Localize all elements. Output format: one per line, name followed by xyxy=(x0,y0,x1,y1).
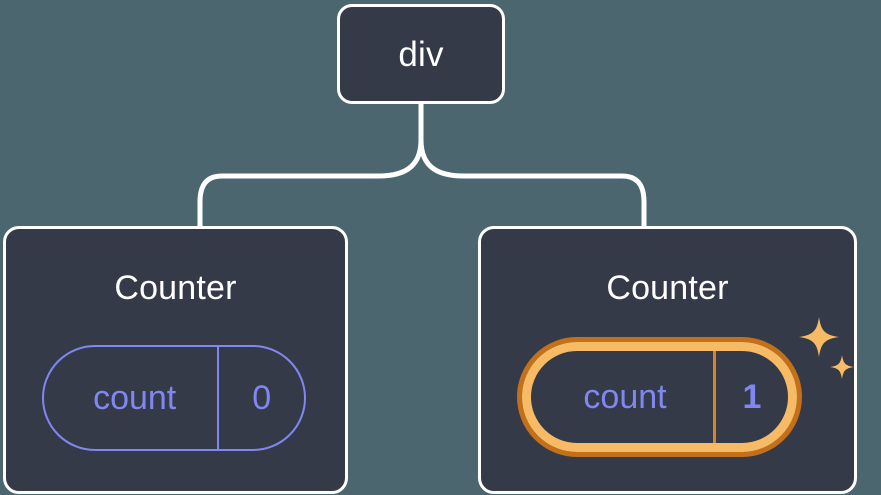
state-pill-left[interactable]: count 0 xyxy=(42,345,306,451)
state-pill-left-body: count 0 xyxy=(42,345,306,451)
state-value-left: 0 xyxy=(217,347,304,449)
node-div-label: div xyxy=(398,34,444,74)
highlight-ring-inner: count 1 xyxy=(522,342,797,452)
highlight-ring-outer: count 1 xyxy=(517,337,802,457)
state-value-right: 1 xyxy=(713,351,788,443)
state-key-right: count xyxy=(583,378,667,416)
state-key-left: count xyxy=(93,379,177,417)
state-pill-right-highlighted[interactable]: count 1 xyxy=(517,337,802,457)
connector-branch-right xyxy=(418,137,647,231)
node-counter-left-title: Counter xyxy=(114,269,237,307)
node-counter-right-title: Counter xyxy=(606,269,729,307)
connector-branch-left xyxy=(197,137,424,231)
node-div[interactable]: div xyxy=(337,4,505,104)
